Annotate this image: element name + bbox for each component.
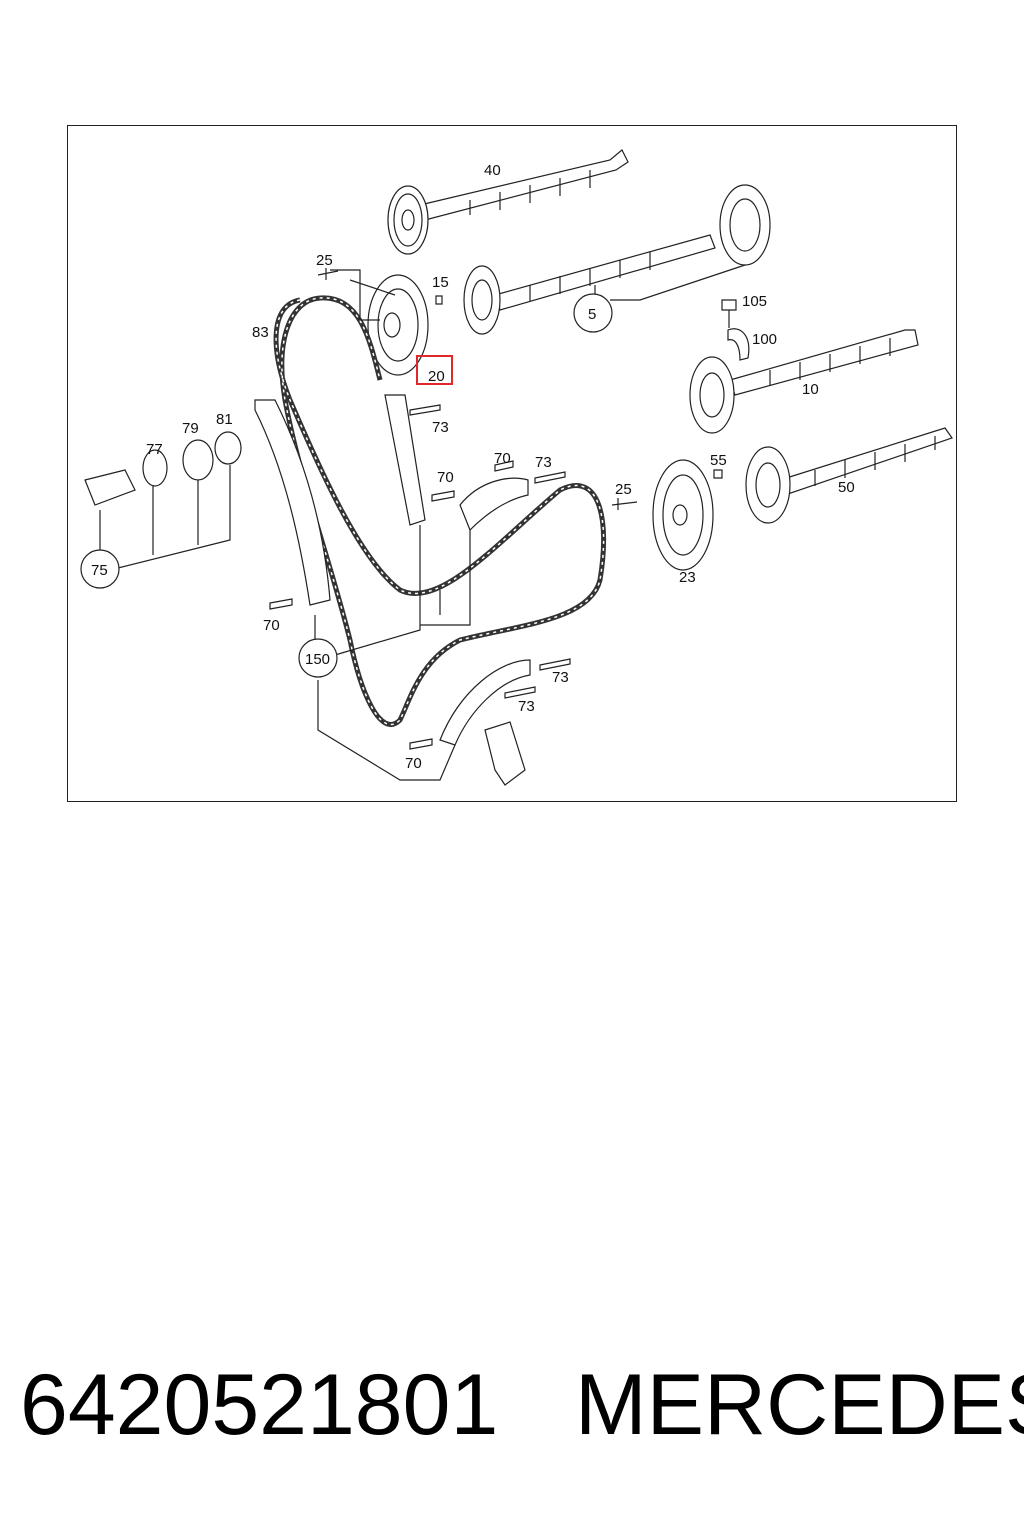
callout-83: 83 — [252, 324, 269, 341]
guide-small — [459, 477, 529, 532]
callout-73-lower-a: 73 — [552, 669, 569, 686]
tensioner-assembly — [84, 431, 242, 569]
callout-5: 5 — [588, 306, 596, 323]
pin-73-upper — [409, 404, 441, 416]
camshaft-10 — [689, 329, 919, 434]
callout-73-lower-b: 73 — [518, 698, 535, 715]
bolt-25-lower — [611, 498, 638, 510]
pin-55 — [713, 469, 723, 479]
callout-73-right: 73 — [535, 454, 552, 471]
callout-50: 50 — [838, 479, 855, 496]
callout-40: 40 — [484, 162, 501, 179]
bracket-100 — [727, 328, 750, 361]
callout-15: 15 — [432, 274, 449, 291]
highlight-box-20 — [416, 355, 453, 385]
callout-23: 23 — [679, 569, 696, 586]
callout-70-left: 70 — [263, 617, 280, 634]
callout-55: 55 — [710, 452, 727, 469]
callout-105: 105 — [742, 293, 767, 310]
callout-73-upper: 73 — [432, 419, 449, 436]
sprocket-23 — [652, 459, 714, 571]
lower-bracket — [484, 721, 526, 786]
brand-name: MERCEDES — [575, 1357, 1024, 1453]
diagram-frame — [67, 125, 957, 802]
bolt-25-upper — [317, 268, 339, 280]
pin-70-upper — [431, 490, 455, 502]
camshaft-50 — [745, 427, 953, 524]
tensioner-rail — [384, 394, 426, 526]
guide-lower — [439, 659, 531, 746]
sprocket-20 — [367, 274, 429, 376]
pin-15 — [435, 295, 443, 305]
callout-75: 75 — [91, 562, 108, 579]
callout-70-lower: 70 — [405, 755, 422, 772]
guide-rail-left — [254, 399, 331, 606]
callout-circle-75 — [80, 549, 120, 589]
camshaft-40 — [387, 149, 629, 255]
bolt-105 — [721, 299, 737, 328]
pin-73-lower-b — [504, 686, 536, 699]
timing-chain-diagram: 40 25 15 83 20 5 105 100 10 73 77 79 81 … — [80, 149, 953, 786]
callout-25-upper: 25 — [316, 252, 333, 269]
pin-70-left — [269, 598, 293, 610]
callout-70-upper: 70 — [437, 469, 454, 486]
callout-circle-150 — [298, 638, 338, 678]
callout-79: 79 — [182, 420, 199, 437]
callout-10: 10 — [802, 381, 819, 398]
callout-100: 100 — [752, 331, 777, 348]
callout-150: 150 — [305, 651, 330, 668]
callout-circle-5 — [573, 293, 613, 333]
pin-70-right — [494, 460, 514, 472]
callout-81: 81 — [216, 411, 233, 428]
pin-73-right — [534, 471, 566, 484]
callout-77: 77 — [146, 441, 163, 458]
pin-70-lower — [409, 738, 433, 750]
callout-70-right: 70 — [494, 450, 511, 467]
callout-20: 20 — [428, 368, 445, 385]
part-number: 6420521801 — [20, 1357, 499, 1453]
pin-73-lower-a — [539, 658, 571, 671]
camshaft-5 — [463, 184, 771, 335]
callout-25-lower: 25 — [615, 481, 632, 498]
